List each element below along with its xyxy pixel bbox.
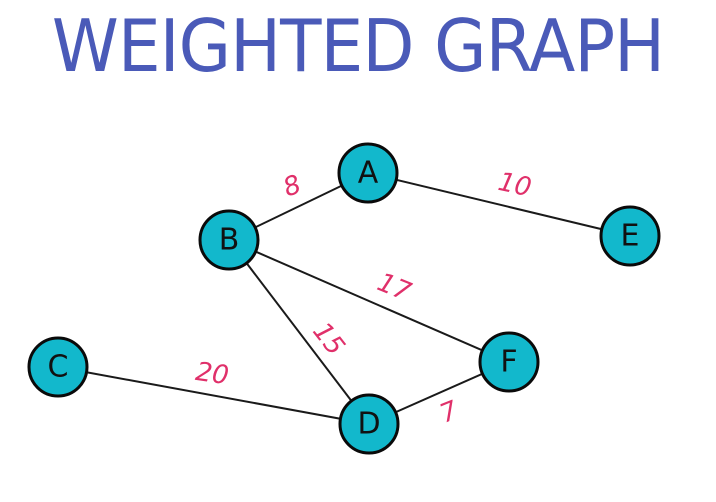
graph-title: WEIGHTED GRAPH <box>51 4 665 88</box>
nodes-layer: A B C D E F <box>27 142 661 455</box>
edge-weight-a-e: 10 <box>495 167 534 203</box>
node-f-circle <box>478 331 540 393</box>
edge-b-f <box>228 239 510 363</box>
node-f: F <box>478 331 540 393</box>
node-a: A <box>337 142 399 204</box>
edge-a-e <box>367 172 631 237</box>
node-e-label: E <box>621 219 640 254</box>
node-f-label: F <box>500 345 517 380</box>
edge-weight-b-a: 8 <box>279 170 305 204</box>
node-c: C <box>27 336 89 398</box>
node-e-circle <box>599 205 661 267</box>
node-a-label: A <box>358 156 379 191</box>
node-d-label: D <box>357 407 380 442</box>
node-d-circle <box>338 393 400 455</box>
node-c-circle <box>27 336 89 398</box>
node-b-label: B <box>219 223 240 258</box>
edge-weight-b-f: 17 <box>373 267 415 307</box>
node-b-circle <box>198 209 260 271</box>
node-e: E <box>599 205 661 267</box>
edges-layer <box>57 172 631 425</box>
edge-weight-c-d: 20 <box>194 357 231 391</box>
edge-c-d <box>57 366 370 425</box>
node-a-circle <box>337 142 399 204</box>
node-c-label: C <box>48 350 69 385</box>
edge-b-d <box>228 239 370 425</box>
edge-weight-d-f: 7 <box>436 395 463 429</box>
edge-weight-b-d: 15 <box>306 317 350 362</box>
node-d: D <box>338 393 400 455</box>
node-b: B <box>198 209 260 271</box>
